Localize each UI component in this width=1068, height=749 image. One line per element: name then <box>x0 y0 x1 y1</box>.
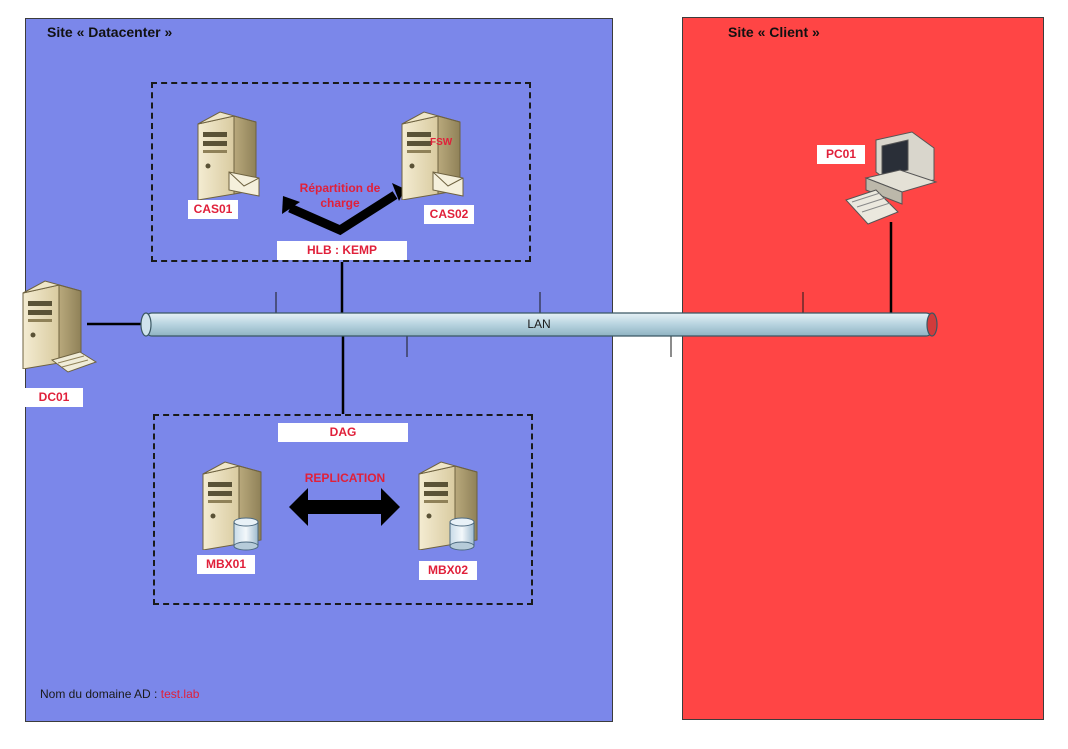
dc01-server-icon <box>22 280 98 373</box>
cas02-server-icon <box>401 111 464 200</box>
cas-group-box <box>151 82 531 262</box>
mbx02-label: MBX02 <box>419 561 477 580</box>
cas02-role-label: FSW <box>430 137 453 148</box>
cas02-label: CAS02 <box>424 205 474 224</box>
load-balancing-label: Répartition de charge <box>299 181 381 210</box>
pc01-computer-icon <box>845 131 938 225</box>
site-client-title: Site « Client » <box>728 24 820 40</box>
mbx01-label: MBX01 <box>197 555 255 574</box>
dc01-label: DC01 <box>25 388 83 407</box>
domain-name: test.lab <box>160 687 200 701</box>
cas01-server-icon <box>197 111 260 200</box>
site-datacenter-title: Site « Datacenter » <box>47 24 173 40</box>
mbx02-server-icon <box>418 461 478 551</box>
dag-group-box <box>153 414 533 605</box>
lan-pipe <box>140 312 938 337</box>
dag-label: DAG <box>278 423 408 442</box>
replication-arrow <box>289 488 400 526</box>
mbx01-server-icon <box>202 461 262 551</box>
domain-note-prefix: Nom du domaine AD : <box>40 687 161 701</box>
cas01-label: CAS01 <box>188 200 238 219</box>
replication-label: REPLICATION <box>304 471 386 485</box>
domain-note: Nom du domaine AD : test.lab <box>40 687 199 701</box>
lan-label: LAN <box>527 317 550 331</box>
hlb-kemp-label: HLB : KEMP <box>277 241 407 260</box>
site-client <box>682 17 1044 720</box>
pc01-label: PC01 <box>817 145 865 164</box>
